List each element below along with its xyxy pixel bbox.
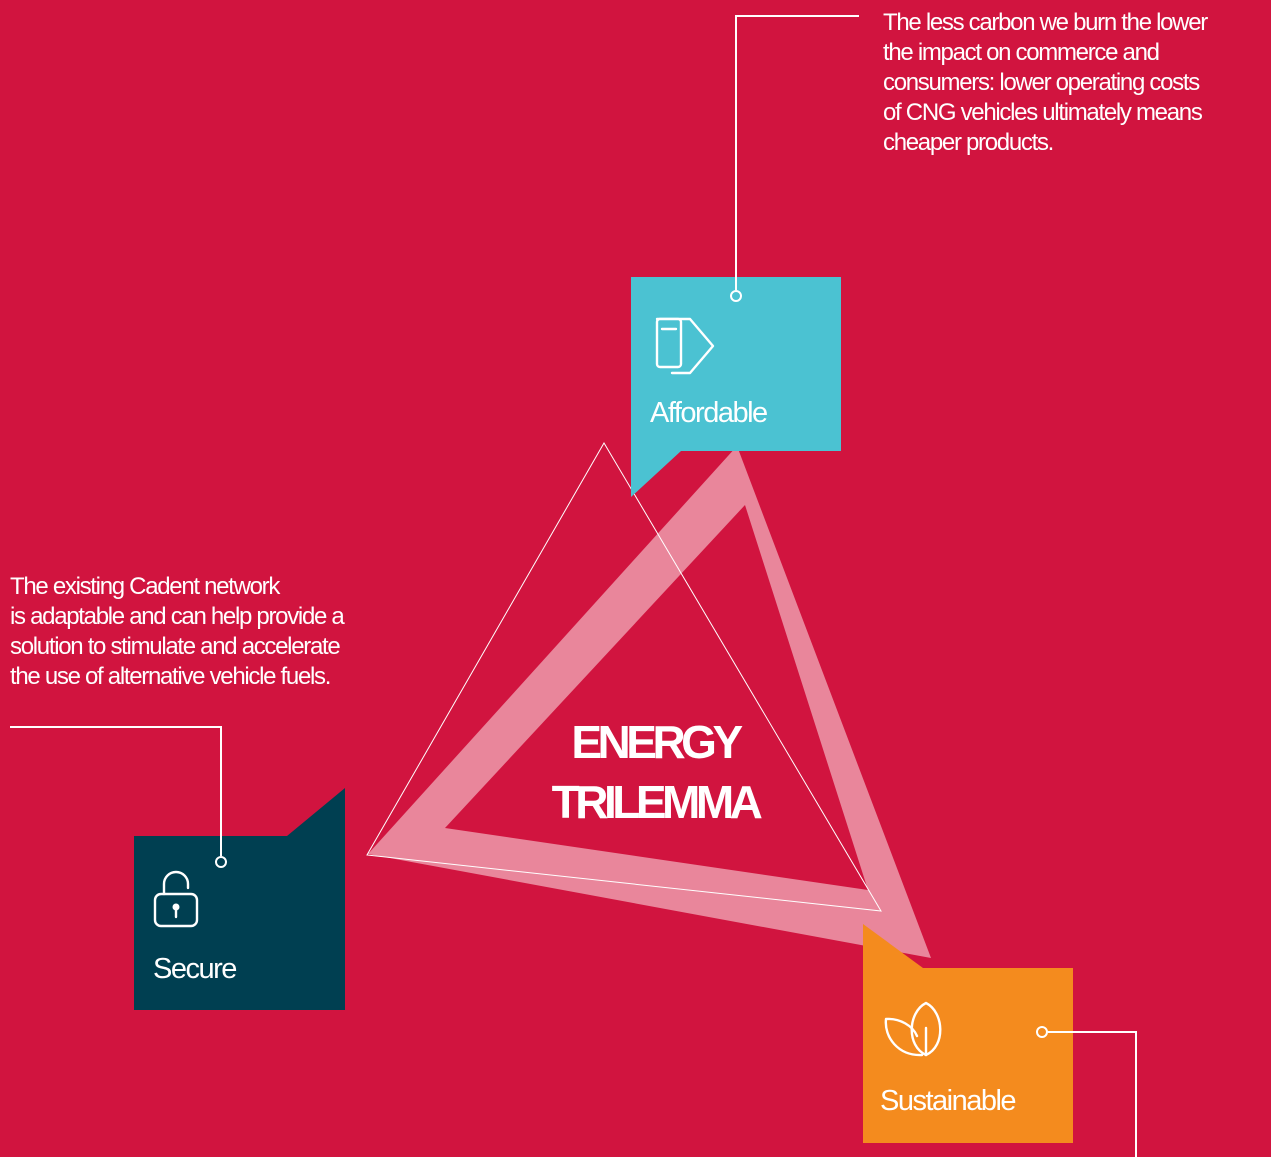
trilemma-triangle-band (368, 446, 931, 958)
secure-connector-dot (215, 856, 227, 868)
affordable-connector-line (735, 15, 859, 290)
sustainable-label: Sustainable (880, 1085, 1017, 1117)
price-tag-icon (655, 317, 715, 375)
secure-caption: The existing Cadent network is adaptable… (10, 573, 345, 690)
affordable-caption: The less carbon we burn the lower the im… (883, 9, 1208, 156)
secure-connector-line (10, 726, 222, 856)
trilemma-triangle-outline (366, 442, 882, 912)
padlock-icon (153, 870, 199, 928)
leaf-icon (884, 1001, 942, 1057)
secure-label: Secure (153, 953, 237, 985)
affordable-label: Affordable (650, 397, 768, 429)
energy-trilemma-title: ENERGY TRILEMMA (551, 716, 763, 828)
sustainable-connector-line (1048, 1031, 1137, 1157)
sustainable-box (863, 924, 1073, 1143)
affordable-box (631, 277, 841, 497)
affordable-connector-dot (730, 290, 742, 302)
secure-box (134, 788, 345, 1010)
sustainable-connector-dot (1036, 1026, 1048, 1038)
